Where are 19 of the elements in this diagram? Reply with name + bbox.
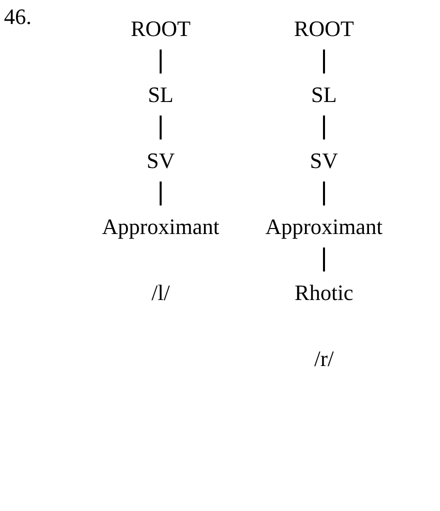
node-text: Rhotic <box>294 280 354 305</box>
node-text: ROOT <box>294 16 354 41</box>
node-text: Approximant <box>266 214 383 239</box>
connector <box>160 181 162 206</box>
node-text: SV <box>146 148 175 173</box>
connector <box>323 181 326 206</box>
node-text: SL <box>148 82 174 107</box>
connector <box>160 115 162 140</box>
node-label: /r/ <box>314 346 334 371</box>
node-label: /l/ <box>152 280 170 305</box>
connector <box>323 49 326 74</box>
connector <box>160 49 162 74</box>
node-text: ROOT <box>130 16 191 41</box>
connector <box>323 115 326 140</box>
node-text: SL <box>311 82 338 107</box>
example-number: 46. <box>4 4 32 30</box>
node-text: SV <box>310 148 338 173</box>
node-text: Approximant <box>102 214 220 239</box>
connector <box>323 247 326 272</box>
